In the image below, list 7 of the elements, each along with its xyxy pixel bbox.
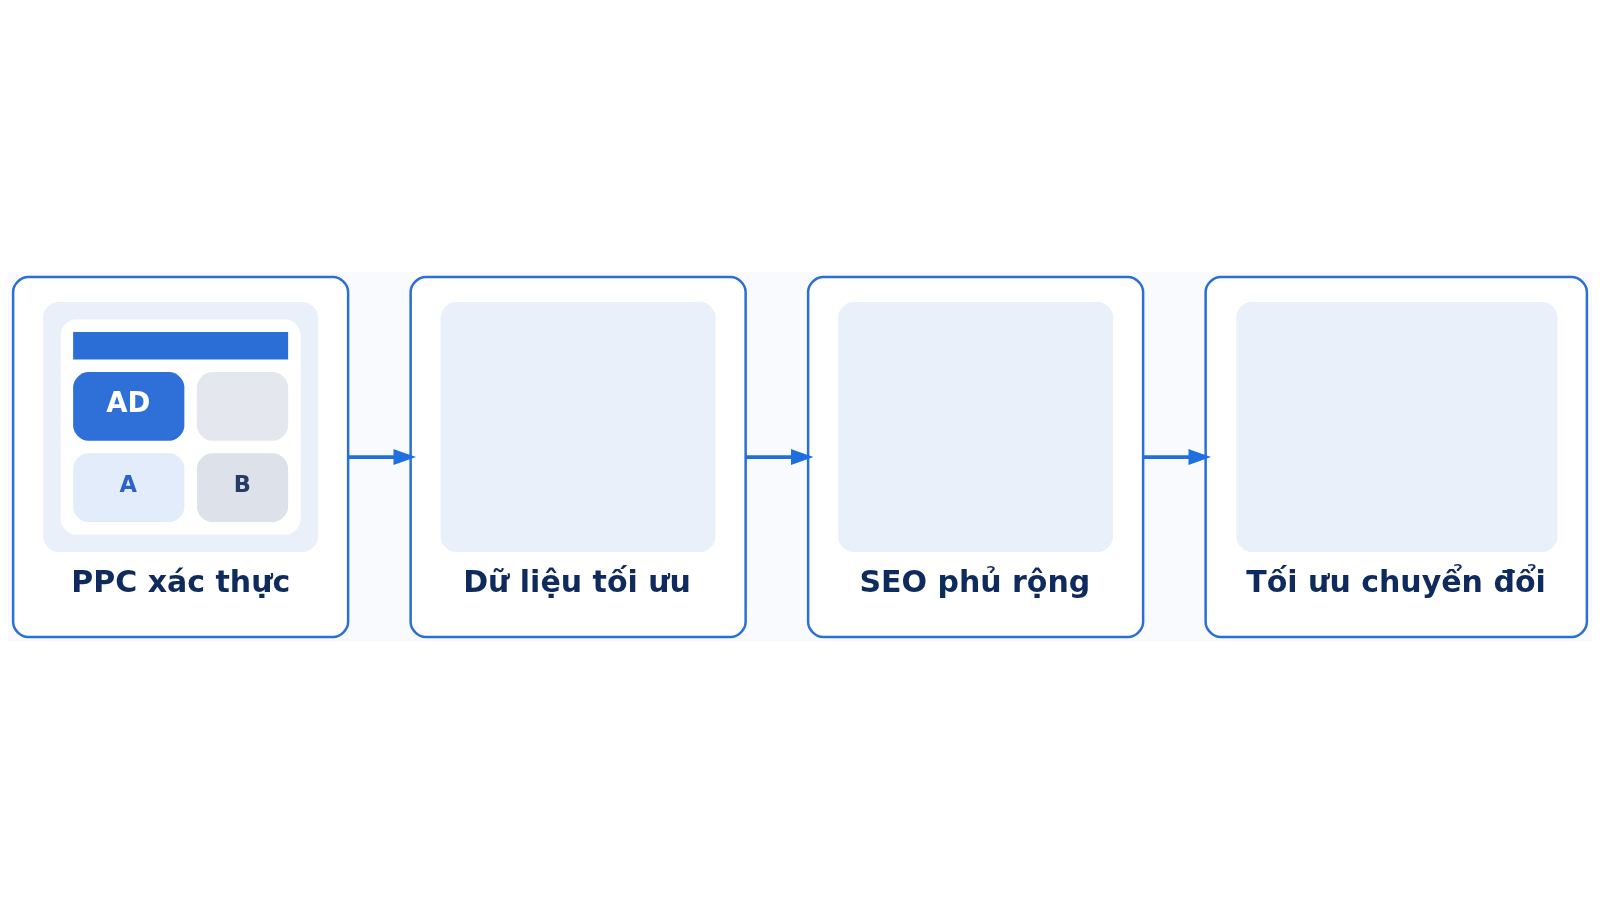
arrow (348, 449, 417, 465)
node-box: AD A B PPC xác thực (11, 275, 350, 639)
node-box: Dữ liệu tối ưu (409, 275, 747, 639)
node-box: Tối ưu chuyển đổi (1204, 275, 1589, 639)
node-box: SEO phủ rộng (806, 275, 1145, 639)
arrow (1143, 449, 1212, 465)
arrow (745, 449, 814, 465)
